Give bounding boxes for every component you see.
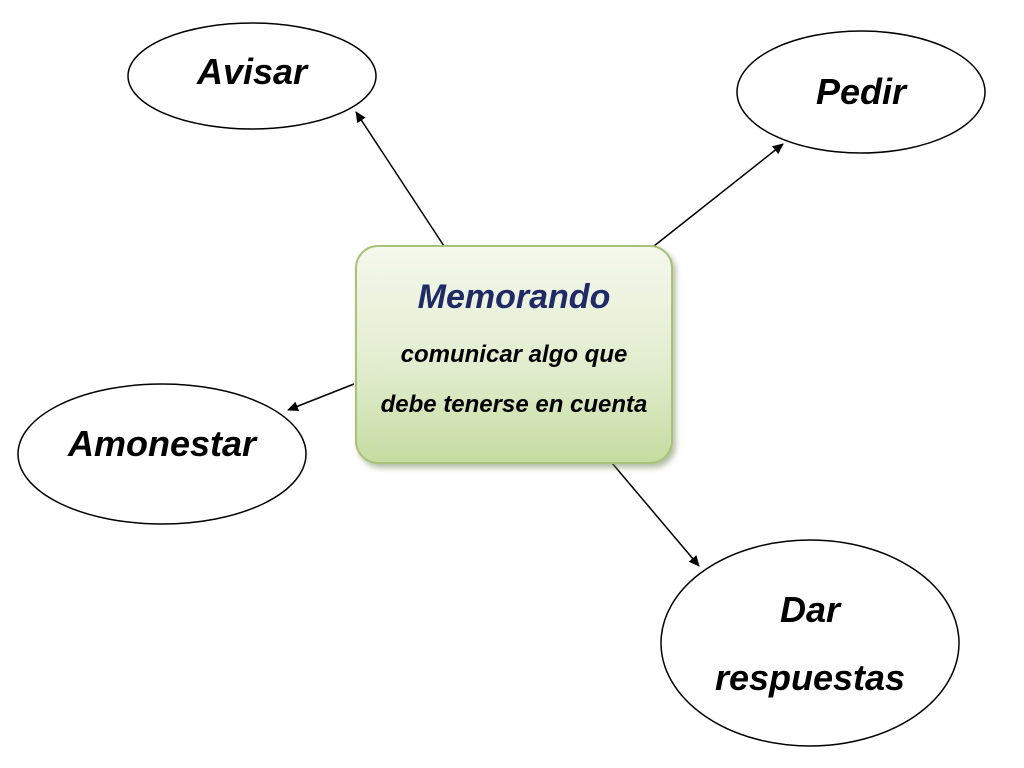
node-avisar-label: Avisar	[196, 51, 309, 92]
node-dar-respuestas-ellipse	[660, 539, 960, 747]
node-dar-respuestas-line-2: respuestas	[715, 657, 905, 698]
node-dar-respuestas: Dar respuestas	[660, 539, 960, 747]
arrow-to-avisar	[355, 111, 445, 247]
node-pedir-label: Pedir	[816, 71, 908, 112]
node-amonestar: Amonestar	[17, 383, 307, 525]
node-amonestar-ellipse	[17, 383, 307, 525]
node-pedir-ellipse	[736, 30, 986, 154]
arrow-to-dar-respuestas	[611, 462, 700, 567]
node-avisar: Avisar	[127, 22, 377, 130]
node-dar-respuestas-line-1: Dar	[780, 589, 842, 630]
node-avisar-ellipse	[127, 22, 377, 130]
center-node: Memorando comunicar algo que debe teners…	[355, 245, 673, 464]
arrow-to-amonestar	[287, 383, 355, 411]
center-description-line-2: debe tenerse en cuenta	[381, 391, 648, 418]
arrow-to-pedir	[653, 143, 784, 247]
node-pedir: Pedir	[736, 30, 986, 154]
node-amonestar-label: Amonestar	[67, 423, 258, 464]
center-description-line-1: comunicar algo que	[401, 341, 628, 368]
center-box	[355, 245, 673, 464]
center-title: Memorando	[418, 278, 611, 316]
